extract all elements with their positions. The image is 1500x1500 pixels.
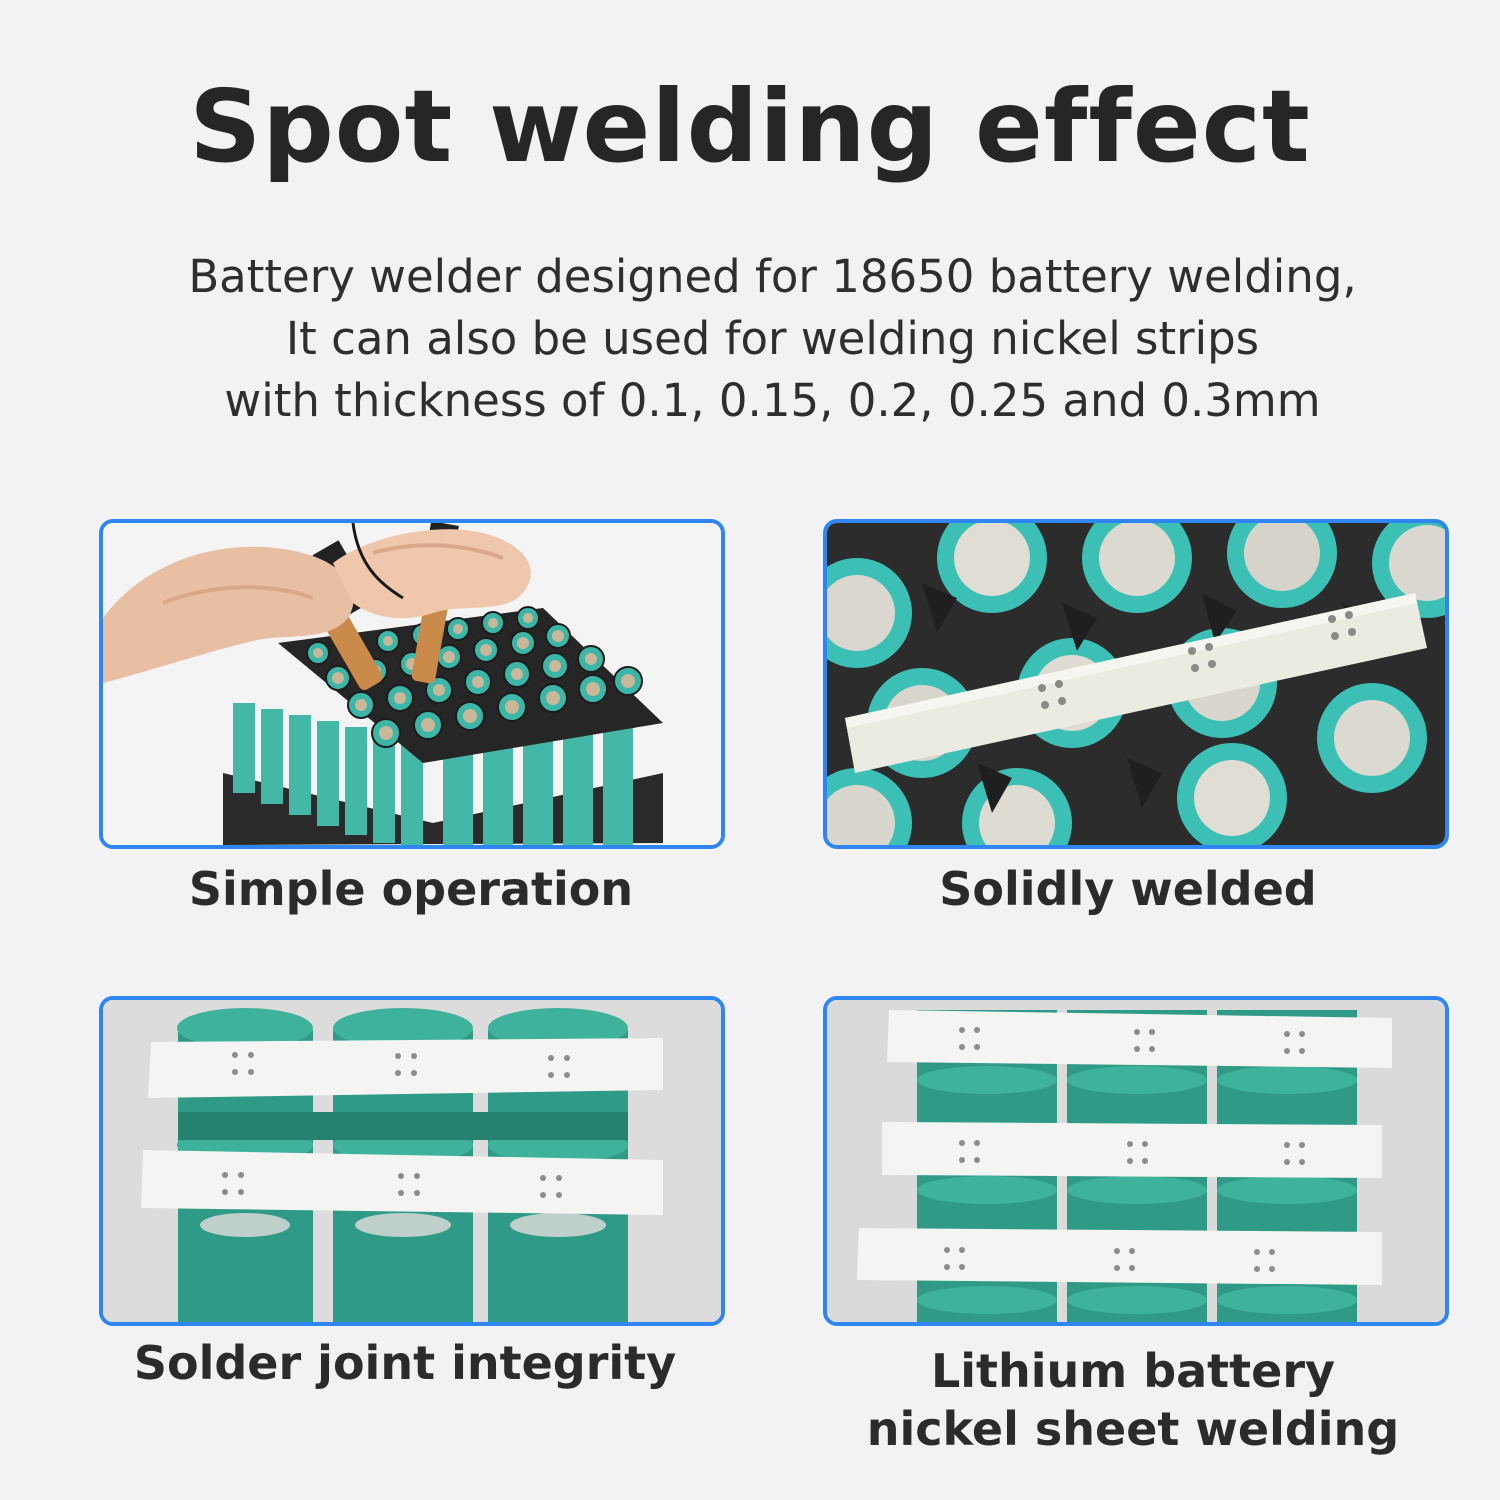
page-title: Spot welding effect <box>189 68 1311 185</box>
caption-solidly-welded: Solidly welded <box>939 862 1317 916</box>
panel-solidly-welded-image <box>823 519 1449 849</box>
caption-lithium-battery-nickel-sheet: Lithium battery nickel sheet welding <box>808 1342 1458 1458</box>
caption-line-2: nickel sheet welding <box>866 1402 1400 1456</box>
subtitle-line-1: Battery welder designed for 18650 batter… <box>188 250 1357 303</box>
caption-solder-joint-integrity: Solder joint integrity <box>133 1336 677 1390</box>
subtitle-line-2: It can also be used for welding nickel s… <box>285 312 1260 365</box>
hands-welding-illustration <box>103 523 721 845</box>
subtitle: Battery welder designed for 18650 batter… <box>0 246 1500 432</box>
caption-simple-operation: Simple operation <box>188 862 634 916</box>
panel-nickel-sheet-image <box>823 996 1449 1326</box>
nickel-strip-closeup-illustration <box>827 523 1445 845</box>
panel-solder-joint-image <box>99 996 725 1326</box>
subtitle-line-3: with thickness of 0.1, 0.15, 0.2, 0.25 a… <box>224 374 1321 427</box>
two-strips-illustration <box>103 1000 721 1322</box>
three-strips-illustration <box>827 1000 1445 1322</box>
caption-line-1: Lithium battery <box>930 1344 1336 1398</box>
panel-simple-operation-image <box>99 519 725 849</box>
